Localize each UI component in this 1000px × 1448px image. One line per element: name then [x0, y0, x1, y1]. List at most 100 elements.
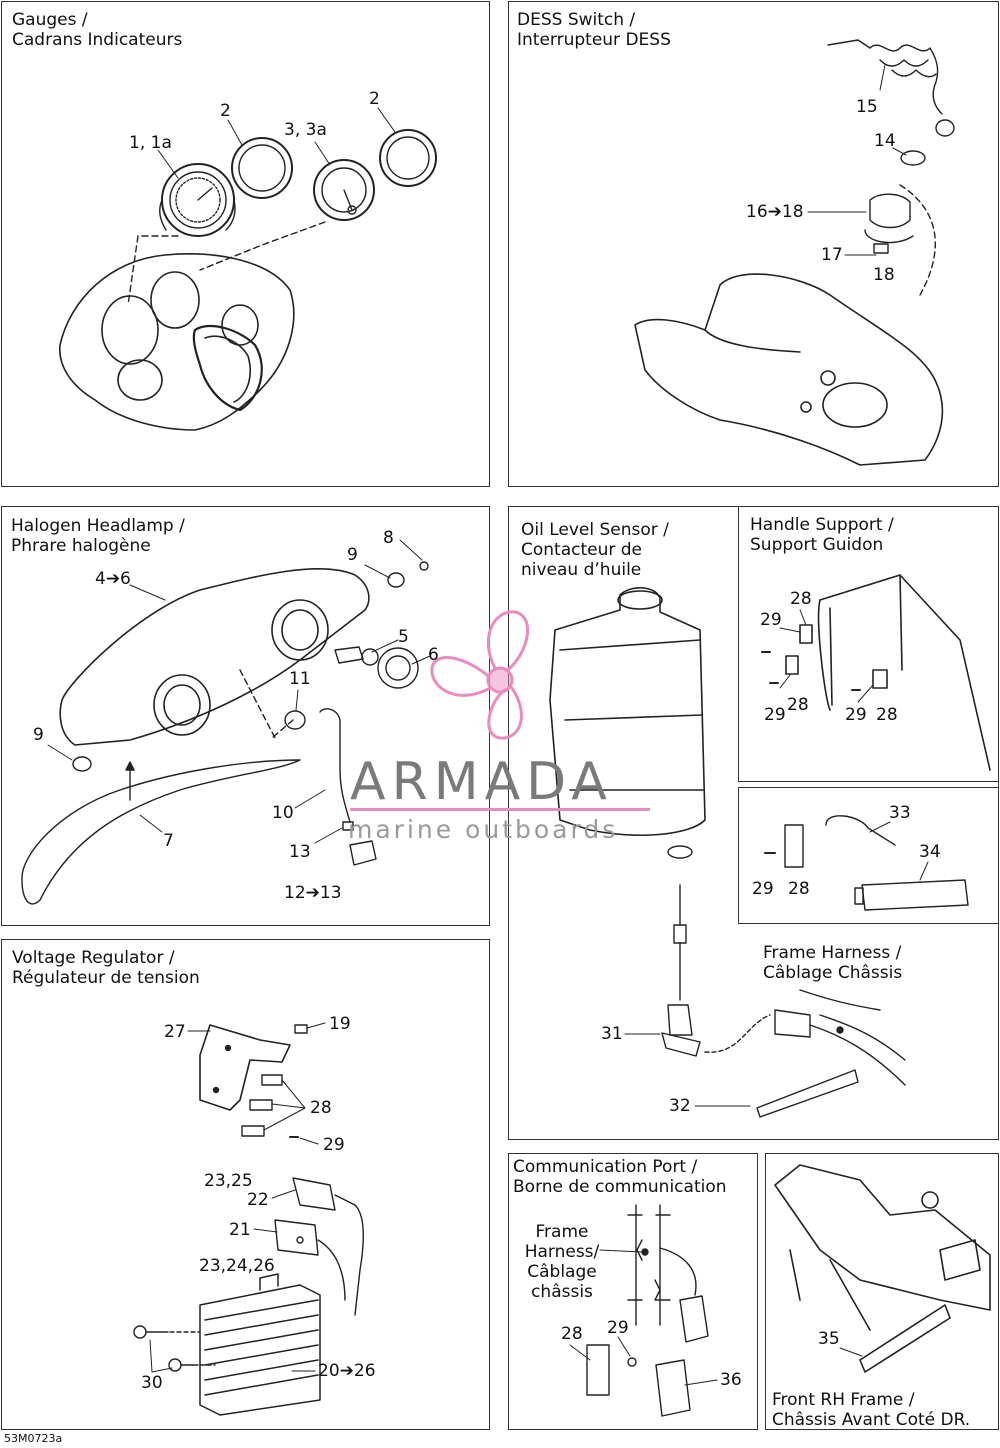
panel-voltage-regulator: Voltage Regulator / Régulateur de tensio…: [1, 939, 490, 1430]
frame-label-line: Frame: [535, 1222, 589, 1242]
callout: 29: [764, 705, 786, 725]
oil-tank: [549, 587, 706, 836]
title-fr: Phrare halogène: [11, 536, 151, 556]
frame-harness-label: Frame Harness/ Câblage châssis: [512, 1222, 612, 1302]
voltage-drawing: [133, 1024, 364, 1416]
watermark-rule: [350, 808, 650, 811]
panel-communication-port: Communication Port / Borne de communicat…: [508, 1153, 758, 1430]
dess-drawing: [634, 39, 955, 466]
panel-clip-kit: [738, 787, 999, 924]
title-fr: Régulateur de tension: [12, 968, 200, 988]
callout: 23,24,26: [199, 1256, 275, 1276]
tank-grommet: [667, 845, 693, 859]
callout: 32: [669, 1096, 691, 1116]
panel-halogen-headlamp: Halogen Headlamp / Phrare halogène: [1, 506, 490, 926]
callout: 16➔18: [746, 202, 804, 222]
front-frame-drawing: [774, 1164, 991, 1373]
callout: 9: [33, 725, 44, 745]
callout: 17: [821, 245, 843, 265]
title-fr: Châssis Avant Coté DR.: [772, 1410, 971, 1430]
oil-drawing: [549, 587, 906, 1118]
callout: 28: [787, 695, 809, 715]
title-fr: Support Guidon: [750, 535, 884, 555]
callout: 3, 3a: [284, 120, 327, 140]
watermark-propeller-icon: [430, 610, 530, 740]
callout: 28: [561, 1324, 583, 1344]
title-en: Front RH Frame /: [772, 1390, 915, 1410]
panel-title: DESS Switch / Interrupteur DESS: [517, 10, 671, 50]
callout: 28: [790, 589, 812, 609]
panel-title: Gauges / Cadrans Indicateurs: [12, 10, 182, 50]
title-en: Voltage Regulator /: [12, 948, 175, 968]
document-code: 53M0723a: [4, 1432, 63, 1445]
handle-drawing: [761, 574, 991, 771]
callout: 29: [752, 879, 774, 899]
callout: 31: [601, 1024, 623, 1044]
watermark-tagline: marine outboards: [348, 815, 619, 844]
callout: 13: [289, 842, 311, 862]
frame-sleeve: [859, 1304, 951, 1373]
title-2: Contacteur de: [521, 540, 643, 560]
title-en: Halogen Headlamp /: [11, 516, 185, 536]
callout: 30: [141, 1373, 163, 1393]
callout: 36: [720, 1370, 742, 1390]
title-fr: Câblage Châssis: [763, 963, 903, 983]
callout: 27: [164, 1022, 186, 1042]
bezel-ring: [379, 129, 437, 187]
panel-title: Handle Support / Support Guidon: [750, 515, 894, 555]
panel-title: Front RH Frame / Châssis Avant Coté DR.: [772, 1390, 970, 1430]
callout: 9: [347, 545, 358, 565]
callout: 1, 1a: [129, 133, 172, 153]
callout: 29: [607, 1318, 629, 1338]
callout: 19: [329, 1014, 351, 1034]
connector-22: [292, 1177, 356, 1211]
panel-title: Communication Port / Borne de communicat…: [513, 1157, 727, 1197]
callout: 10: [272, 803, 294, 823]
panel-handle-support: Handle Support / Support Guidon: [738, 506, 999, 782]
title-fr: Borne de communication: [513, 1177, 727, 1197]
steering-cover: [634, 273, 944, 466]
callout: 23,25: [204, 1171, 253, 1191]
speedometer-gauge: [159, 163, 236, 237]
clip-bracket: [784, 824, 804, 868]
callout: 33: [889, 803, 911, 823]
panel-title: Voltage Regulator / Régulateur de tensio…: [12, 948, 200, 988]
bezel-ring: [231, 137, 293, 199]
callout: 5: [398, 627, 409, 647]
comm-port-cap: [655, 1359, 691, 1417]
callout: 34: [919, 842, 941, 862]
callout: 29: [760, 610, 782, 630]
regulator-bracket: [199, 1024, 291, 1111]
title-en: Gauges /: [12, 10, 88, 30]
watermark-brand: ARMADA: [350, 752, 613, 812]
callout: 8: [383, 528, 394, 548]
callout: 28: [788, 879, 810, 899]
title-en: Frame Harness /: [763, 943, 902, 963]
panel-title: Halogen Headlamp / Phrare halogène: [11, 516, 185, 556]
headlamp-housing: [59, 568, 370, 746]
callout: 15: [856, 97, 878, 117]
cable-tie: [825, 815, 896, 846]
callout: 2: [220, 101, 231, 121]
callout: 18: [873, 265, 895, 285]
comm-port-connector: [679, 1295, 709, 1343]
kit-drawing: [764, 815, 969, 911]
tachometer-gauge: [313, 159, 375, 221]
handle-frame-tube: [819, 574, 991, 771]
callout: 21: [229, 1220, 251, 1240]
title-en: Handle Support /: [750, 515, 894, 535]
halogen-bulb: [334, 646, 379, 666]
title-1: Oil Level Sensor /: [521, 520, 669, 540]
callout: 2: [369, 89, 380, 109]
callout: 11: [289, 669, 311, 689]
title-fr: Cadrans Indicateurs: [12, 30, 183, 50]
dess-post: [864, 119, 955, 254]
lens-trim: [21, 759, 301, 905]
callout: 12➔13: [284, 883, 342, 903]
headlamp-drawing: [21, 561, 429, 905]
callout: 20➔26: [318, 1361, 376, 1381]
panel-title: Oil Level Sensor / Contacteur de niveau …: [521, 520, 669, 580]
callout: 29: [845, 705, 867, 725]
title-en: Communication Port /: [513, 1157, 698, 1177]
